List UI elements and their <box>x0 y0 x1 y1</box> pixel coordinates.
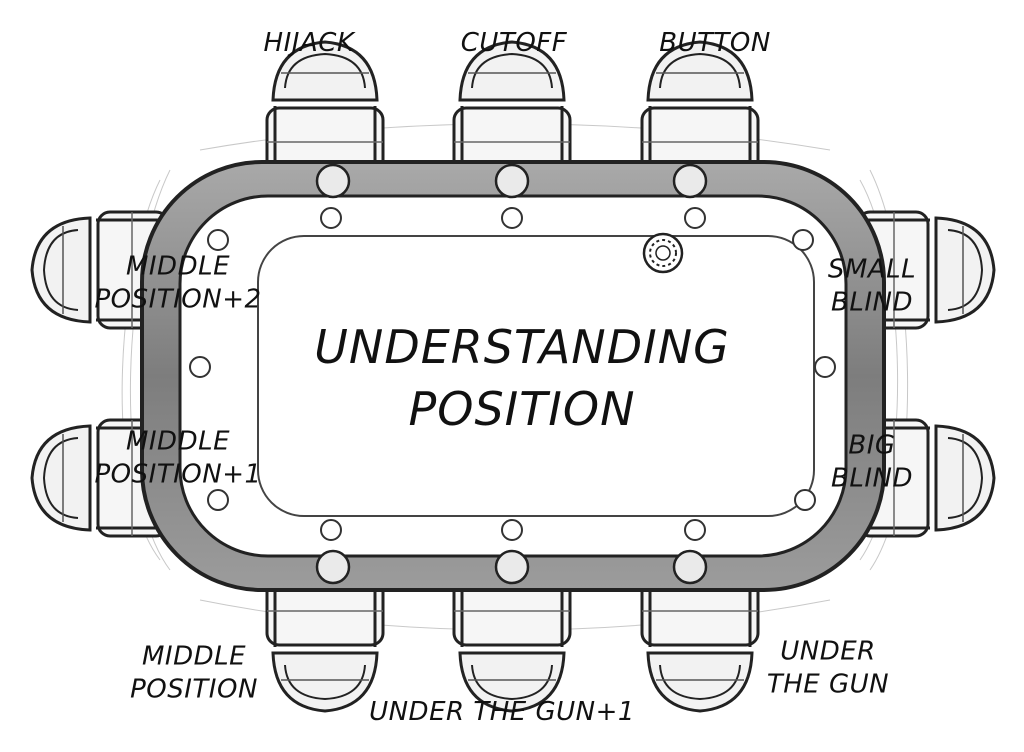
label-small-blind: SMALL BLIND <box>827 254 917 318</box>
label-under-the-gun: UNDER THE GUN <box>766 636 890 700</box>
chair-icon <box>452 573 572 713</box>
chair-icon <box>452 40 572 180</box>
chair-icon <box>640 40 760 180</box>
chair-icon <box>265 40 385 180</box>
cup-holder-icon <box>315 163 708 585</box>
label-button: BUTTON <box>659 27 771 58</box>
chair-icon <box>640 573 760 713</box>
label-middle-position-1: MIDDLE POSITION+1 <box>94 426 262 490</box>
seat-marker <box>189 207 836 541</box>
label-middle-position-2: MIDDLE POSITION+2 <box>94 251 262 315</box>
page-title: UNDERSTANDING POSITION <box>314 319 730 436</box>
label-under-the-gun-1: UNDER THE GUN+1 <box>369 696 635 727</box>
label-middle-position: MIDDLE POSITION <box>130 641 258 705</box>
dealer-button-icon <box>642 232 684 274</box>
label-big-blind: BIG BLIND <box>831 430 913 494</box>
label-cutoff: CUTOFF <box>460 27 568 58</box>
chair-icon <box>265 573 385 713</box>
betting-line <box>257 235 815 517</box>
label-hijack: HIJACK <box>263 27 355 58</box>
